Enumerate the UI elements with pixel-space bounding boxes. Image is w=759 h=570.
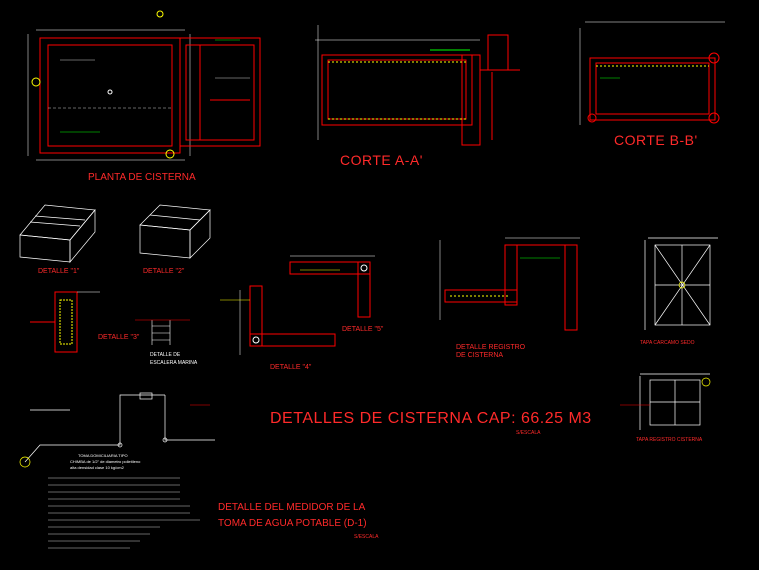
medidor-title-2: TOMA DE AGUA POTABLE (D-1) [218, 518, 367, 529]
tapa-registro-title: TAPA REGISTRO CISTERNA [636, 437, 703, 443]
tapa-carcamo-detail [644, 237, 718, 330]
detalle-3-title: DETALLE "3" [98, 334, 140, 341]
detalle-2-iso [139, 204, 211, 259]
tapa-sedo-title: TAPA CARCAMO SEDO [640, 340, 695, 346]
detalle-4-detail [220, 285, 336, 355]
detalle-registro-detail [439, 237, 580, 331]
main-title: DETALLES DE CISTERNA CAP: 66.25 M3 [270, 410, 592, 427]
detalle-1-iso [19, 204, 96, 263]
planta-title: PLANTA DE CISTERNA [88, 172, 196, 183]
detalle-5-detail [289, 255, 375, 318]
planta-cisterna-plan [27, 10, 261, 161]
main-scale: S/ESCALA [516, 430, 541, 436]
medidor-scale: S/ESCALA [354, 534, 379, 540]
toma-note-2: CHIMBA de 1/2" de diametro polietileno [70, 459, 141, 464]
corte-bb-title: CORTE B-B' [614, 132, 698, 148]
medidor-title-1: DETALLE DEL MEDIDOR DE LA [218, 502, 366, 513]
medidor-toma-detail [19, 392, 215, 468]
detalle-4-title: DETALLE "4" [270, 364, 312, 371]
detalle-2-title: DETALLE "2" [143, 268, 185, 275]
toma-note-3: alta densidad clase 10 kg/cm2 [70, 465, 124, 470]
escalera-marina-detail [135, 319, 190, 345]
registro-title-2: DE CISTERNA [456, 352, 504, 359]
corte-aa-title: CORTE A-A' [340, 152, 423, 168]
notes-block [48, 477, 200, 549]
escalera-title-2: ESCALERA MARINA [150, 360, 198, 366]
detalle-1-title: DETALLE "1" [38, 268, 80, 275]
toma-note-1: TOMA DOMICILIARIA TIPO [78, 453, 128, 458]
tapa-registro-detail [620, 373, 711, 430]
escalera-title-1: DETALLE DE [150, 352, 181, 358]
detalle-3-detail [30, 291, 100, 353]
registro-title-1: DETALLE REGISTRO [456, 344, 526, 351]
detalle-5-title: DETALLE "5" [342, 326, 384, 333]
corte-aa-section [315, 25, 520, 146]
corte-bb-section [579, 21, 725, 125]
